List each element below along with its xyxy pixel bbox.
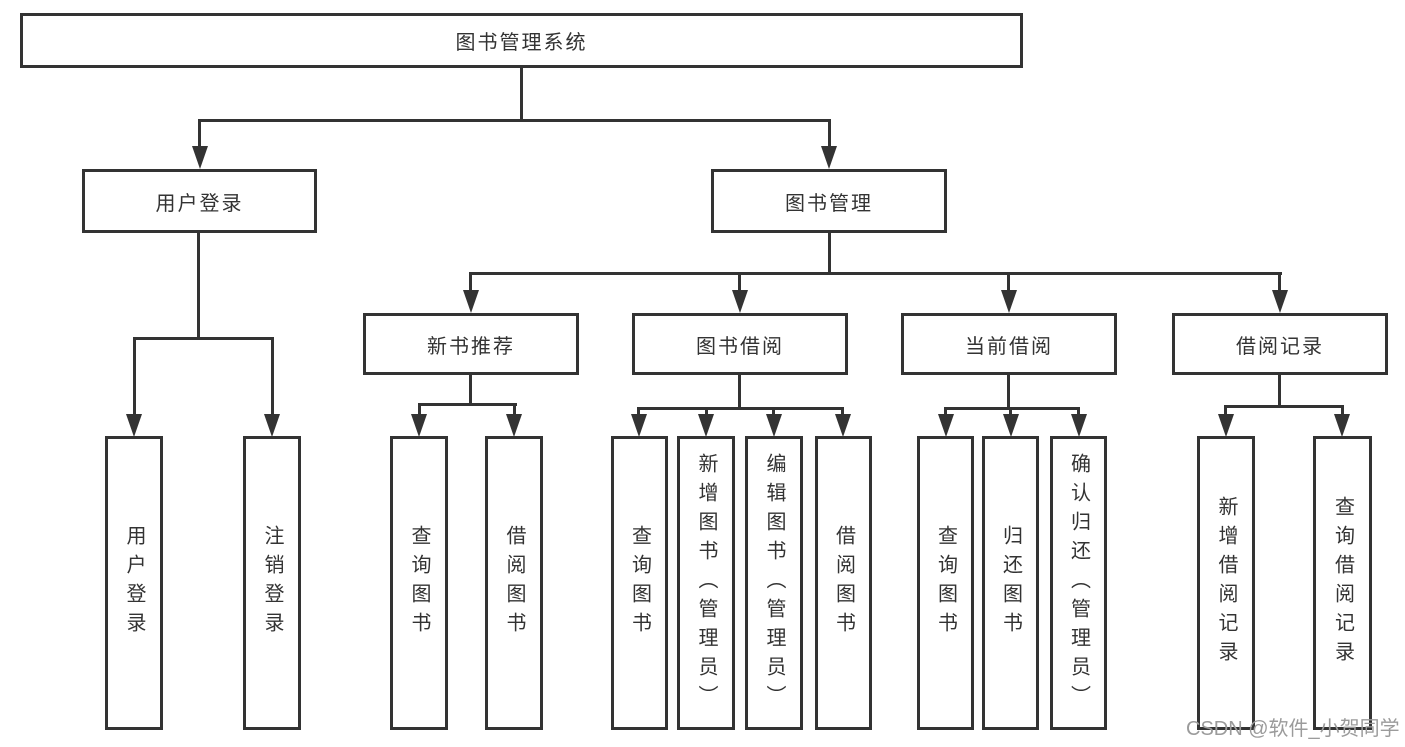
- connector-shaft-leaf: [513, 403, 516, 418]
- node-label: 新书推荐: [427, 335, 515, 358]
- node-label: 查询图书: [934, 525, 957, 641]
- arrowhead-to-leaf: [1218, 414, 1234, 437]
- arrowhead-to-leaf: [506, 414, 522, 437]
- arrowhead-to-leaf: [698, 414, 714, 437]
- connector-borrow-records-split: [1224, 405, 1344, 408]
- connector-new-books-stem: [469, 373, 472, 405]
- node-label: 确认归还（管理员）: [1067, 452, 1090, 714]
- node-label: 查询借阅记录: [1331, 496, 1354, 670]
- connector-current-borrow-stem: [1007, 373, 1010, 409]
- connector-root-stem: [520, 66, 523, 121]
- arrowhead-to-leaf: [631, 414, 647, 437]
- arrowhead-to-leaf: [1071, 414, 1087, 437]
- connector-current-borrow-split: [944, 407, 1080, 410]
- leaf-add-borrow-record: 新增借阅记录: [1197, 436, 1255, 730]
- connector-shaft-leaf: [1009, 407, 1012, 418]
- arrowhead-to-borrow-records: [1272, 290, 1288, 313]
- leaf-logout: 注销登录: [243, 436, 301, 730]
- node-label: 借阅图书: [832, 525, 855, 641]
- csdn-watermark: CSDN @软件_小贺同学: [1186, 718, 1400, 740]
- connector-shaft-new-books: [469, 272, 472, 294]
- connector-user-login-stem: [197, 231, 200, 339]
- connector-shaft-leaf: [271, 337, 274, 418]
- connector-user-login-split: [133, 337, 274, 340]
- node-label: 用户登录: [123, 525, 145, 641]
- connector-shaft-leaf: [133, 337, 136, 418]
- arrowhead-to-leaf: [264, 414, 280, 437]
- leaf-user-login: 用户登录: [105, 436, 163, 730]
- connector-level2-split: [198, 119, 831, 122]
- connector-shaft-user-login: [198, 119, 201, 151]
- leaf-return-books: 归还图书: [982, 436, 1039, 730]
- arrowhead-to-user-login: [192, 146, 208, 169]
- node-book-borrow: 图书借阅: [632, 313, 848, 375]
- leaf-edit-books-admin: 编辑图书（管理员）: [745, 436, 803, 730]
- connector-shaft-leaf: [1341, 405, 1344, 418]
- connector-book-borrow-split: [637, 407, 844, 410]
- arrowhead-to-leaf: [766, 414, 782, 437]
- arrowhead-to-leaf: [126, 414, 142, 437]
- leaf-query-books-current: 查询图书: [917, 436, 974, 730]
- node-label: 图书借阅: [696, 335, 784, 358]
- connector-shaft-current-borrow: [1007, 272, 1010, 294]
- node-label: 图书管理: [785, 192, 873, 215]
- connector-shaft-book-borrow: [738, 272, 741, 294]
- connector-shaft-borrow-records: [1278, 272, 1281, 294]
- leaf-borrow-books-newbooks: 借阅图书: [485, 436, 543, 730]
- connector-shaft-leaf: [418, 403, 421, 418]
- leaf-query-books-newbooks: 查询图书: [390, 436, 448, 730]
- connector-new-books-split: [418, 403, 517, 406]
- connector-shaft-leaf: [1224, 405, 1227, 418]
- connector-shaft-leaf: [772, 407, 775, 418]
- arrowhead-to-leaf: [1334, 414, 1350, 437]
- node-new-books: 新书推荐: [363, 313, 579, 375]
- connector-book-mgmt-stem: [828, 231, 831, 274]
- arrowhead-to-book-borrow: [732, 290, 748, 313]
- connector-shaft-leaf: [705, 407, 708, 418]
- node-label: 查询图书: [408, 525, 430, 641]
- node-label: 编辑图书（管理员）: [763, 452, 785, 714]
- node-label: 借阅图书: [503, 525, 525, 641]
- node-book-mgmt: 图书管理: [711, 169, 947, 233]
- node-user-login: 用户登录: [82, 169, 317, 233]
- leaf-query-borrow-record: 查询借阅记录: [1313, 436, 1372, 730]
- node-label: 当前借阅: [965, 335, 1053, 358]
- connector-shaft-leaf: [637, 407, 640, 418]
- connector-shaft-leaf: [944, 407, 947, 418]
- node-label: 归还图书: [999, 525, 1022, 641]
- connector-level3-split: [469, 272, 1282, 275]
- arrowhead-to-new-books: [463, 290, 479, 313]
- leaf-query-books-borrow: 查询图书: [611, 436, 668, 730]
- node-label: 用户登录: [155, 192, 244, 215]
- connector-shaft-leaf: [1077, 407, 1080, 418]
- arrowhead-to-current-borrow: [1001, 290, 1017, 313]
- node-library-management-system: 图书管理系统: [20, 13, 1023, 68]
- arrowhead-to-leaf: [835, 414, 851, 437]
- arrowhead-to-leaf: [411, 414, 427, 437]
- node-label: 注销登录: [261, 525, 283, 641]
- node-label: 图书管理系统: [455, 32, 588, 54]
- node-label: 查询图书: [628, 525, 651, 641]
- connector-borrow-records-stem: [1278, 373, 1281, 407]
- leaf-confirm-return-admin: 确认归还（管理员）: [1050, 436, 1107, 730]
- connector-shaft-leaf: [841, 407, 844, 418]
- node-label: 新增借阅记录: [1215, 496, 1237, 670]
- connector-shaft-book-mgmt: [828, 119, 831, 151]
- arrowhead-to-leaf: [1003, 414, 1019, 437]
- leaf-borrow-books: 借阅图书: [815, 436, 872, 730]
- node-current-borrow: 当前借阅: [901, 313, 1117, 375]
- leaf-add-books-admin: 新增图书（管理员）: [677, 436, 735, 730]
- node-borrow-records: 借阅记录: [1172, 313, 1388, 375]
- arrowhead-to-leaf: [938, 414, 954, 437]
- connector-book-borrow-stem: [738, 373, 741, 409]
- node-label: 借阅记录: [1236, 335, 1324, 358]
- arrowhead-to-book-mgmt: [821, 146, 837, 169]
- node-label: 新增图书（管理员）: [695, 452, 717, 714]
